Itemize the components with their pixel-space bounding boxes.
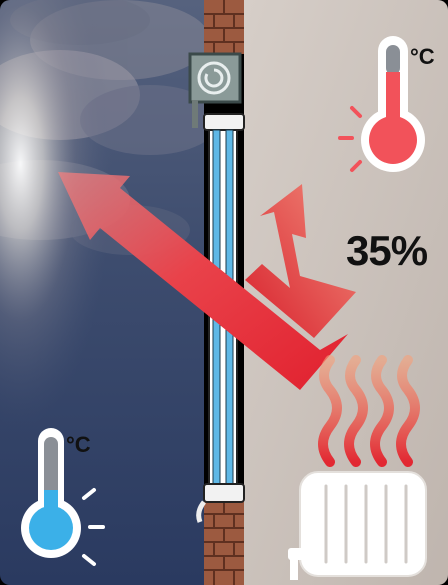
thermometer-warm-icon	[338, 36, 425, 172]
brick-wall-top	[204, 0, 244, 54]
heat-reflection-arrow	[245, 184, 356, 338]
heat-loss-arrow	[58, 172, 348, 390]
indoor-thermometer-unit: °C	[410, 44, 435, 69]
heat-waves-icon	[318, 355, 420, 467]
thermometer-cold-icon	[21, 428, 105, 566]
radiator-icon	[288, 471, 427, 580]
outdoor-thermometer-unit: °C	[66, 432, 91, 457]
heat-loss-percentage: 35%	[346, 227, 428, 274]
brick-wall-bottom	[204, 500, 244, 585]
roller-shutter-box-icon	[188, 52, 242, 128]
